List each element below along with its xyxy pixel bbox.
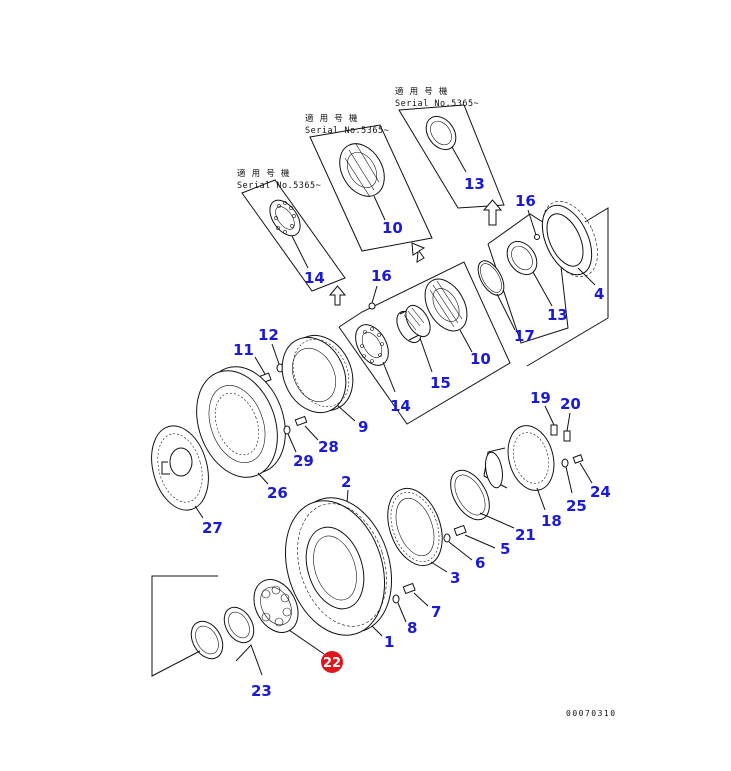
callout-13-lower: 13 (547, 306, 568, 324)
callout-19: 19 (530, 389, 551, 407)
callout-26: 26 (267, 484, 288, 502)
callout-23: 23 (251, 682, 272, 700)
callout-13-upper: 13 (464, 175, 485, 193)
callout-14-upper: 14 (304, 269, 325, 287)
washer-25 (561, 458, 573, 494)
callout-28: 28 (318, 438, 339, 456)
callout-18: 18 (541, 512, 562, 530)
callout-1: 1 (384, 633, 394, 651)
callout-7: 7 (431, 603, 441, 621)
callout-11: 11 (233, 341, 254, 359)
note-box-13: 適 用 号 機 Serial No.5365~ (395, 86, 505, 209)
note-10-line1: 適 用 号 機 (305, 113, 358, 124)
callout-10-lower: 10 (470, 350, 491, 368)
bolt-28 (294, 415, 319, 441)
callout-16-left: 16 (371, 267, 392, 285)
callout-12: 12 (258, 326, 279, 344)
callout-5: 5 (500, 540, 510, 558)
bracket-23-left (151, 575, 218, 677)
callout-20: 20 (560, 395, 581, 413)
gear-4 (541, 201, 598, 286)
bolt-7 (402, 582, 429, 607)
group-box-bearings (338, 261, 511, 425)
note-14-line1: 適 用 号 機 (237, 168, 290, 179)
bolt-20 (563, 412, 571, 442)
arrow-to-13 (482, 199, 503, 226)
callout-29: 29 (293, 452, 314, 470)
bracket-4 (526, 207, 609, 367)
seal-13-upper (425, 115, 457, 151)
callout-27: 27 (202, 519, 223, 537)
highlight-22[interactable]: 22 (321, 651, 343, 673)
highlight-22-badge[interactable] (321, 651, 343, 673)
note-13-serial: Serial No.5365~ (395, 99, 479, 109)
housing-26 (196, 366, 286, 485)
bracket-23 (235, 644, 263, 676)
arrow-to-14 (328, 285, 347, 306)
seal-set-23 (190, 606, 255, 660)
callout-22: 22 (323, 656, 341, 671)
callout-8: 8 (407, 619, 417, 637)
washer-29 (283, 425, 297, 453)
disc-9 (281, 334, 356, 422)
shaft-18 (483, 425, 555, 511)
roller-15 (396, 304, 433, 373)
bearing-22 (253, 579, 325, 655)
callout-25: 25 (566, 497, 587, 515)
note-box-10: 適 用 号 機 Serial No.5365~ (305, 113, 433, 252)
callout-9: 9 (358, 418, 368, 436)
callout-3: 3 (450, 569, 460, 587)
washer-12 (271, 343, 284, 373)
callout-10-upper: 10 (382, 219, 403, 237)
note-13-line1: 適 用 号 機 (395, 86, 448, 97)
bearing-10-lower (424, 278, 473, 353)
callouts: 14 10 13 16 4 16 13 17 10 15 14 12 11 9 … (202, 175, 611, 700)
callout-17: 17 (514, 327, 535, 345)
bearing-10-upper (339, 143, 385, 198)
bolt-5 (453, 524, 496, 549)
washer-8 (392, 594, 407, 623)
callout-15: 15 (430, 374, 451, 392)
hub-27 (151, 425, 209, 519)
callout-21: 21 (515, 526, 536, 544)
ball-16-right (534, 234, 540, 240)
bolt-24 (572, 454, 593, 484)
callout-24: 24 (590, 483, 611, 501)
seal-ring-21 (450, 469, 515, 529)
note-box-14: 適 用 号 機 Serial No.5365~ (237, 168, 346, 292)
bolt-19 (544, 405, 558, 436)
callout-6: 6 (475, 554, 485, 572)
snap-ring-17 (477, 260, 516, 331)
drum-1 (284, 497, 393, 637)
seal-13-lower (506, 240, 553, 307)
washer-6 (443, 533, 473, 561)
drawing-reference: 00070310 (566, 709, 617, 718)
ball-16-left (368, 302, 376, 310)
callout-14-lower: 14 (390, 397, 411, 415)
callout-16-right: 16 (515, 192, 536, 210)
arrow-to-10 (411, 242, 426, 263)
callout-2: 2 (341, 473, 351, 491)
bearing-14-lower (355, 324, 396, 393)
group-box-4 (487, 213, 569, 344)
bearing-14-upper (269, 199, 301, 237)
disc-3 (387, 487, 448, 573)
callout-4: 4 (594, 285, 604, 303)
